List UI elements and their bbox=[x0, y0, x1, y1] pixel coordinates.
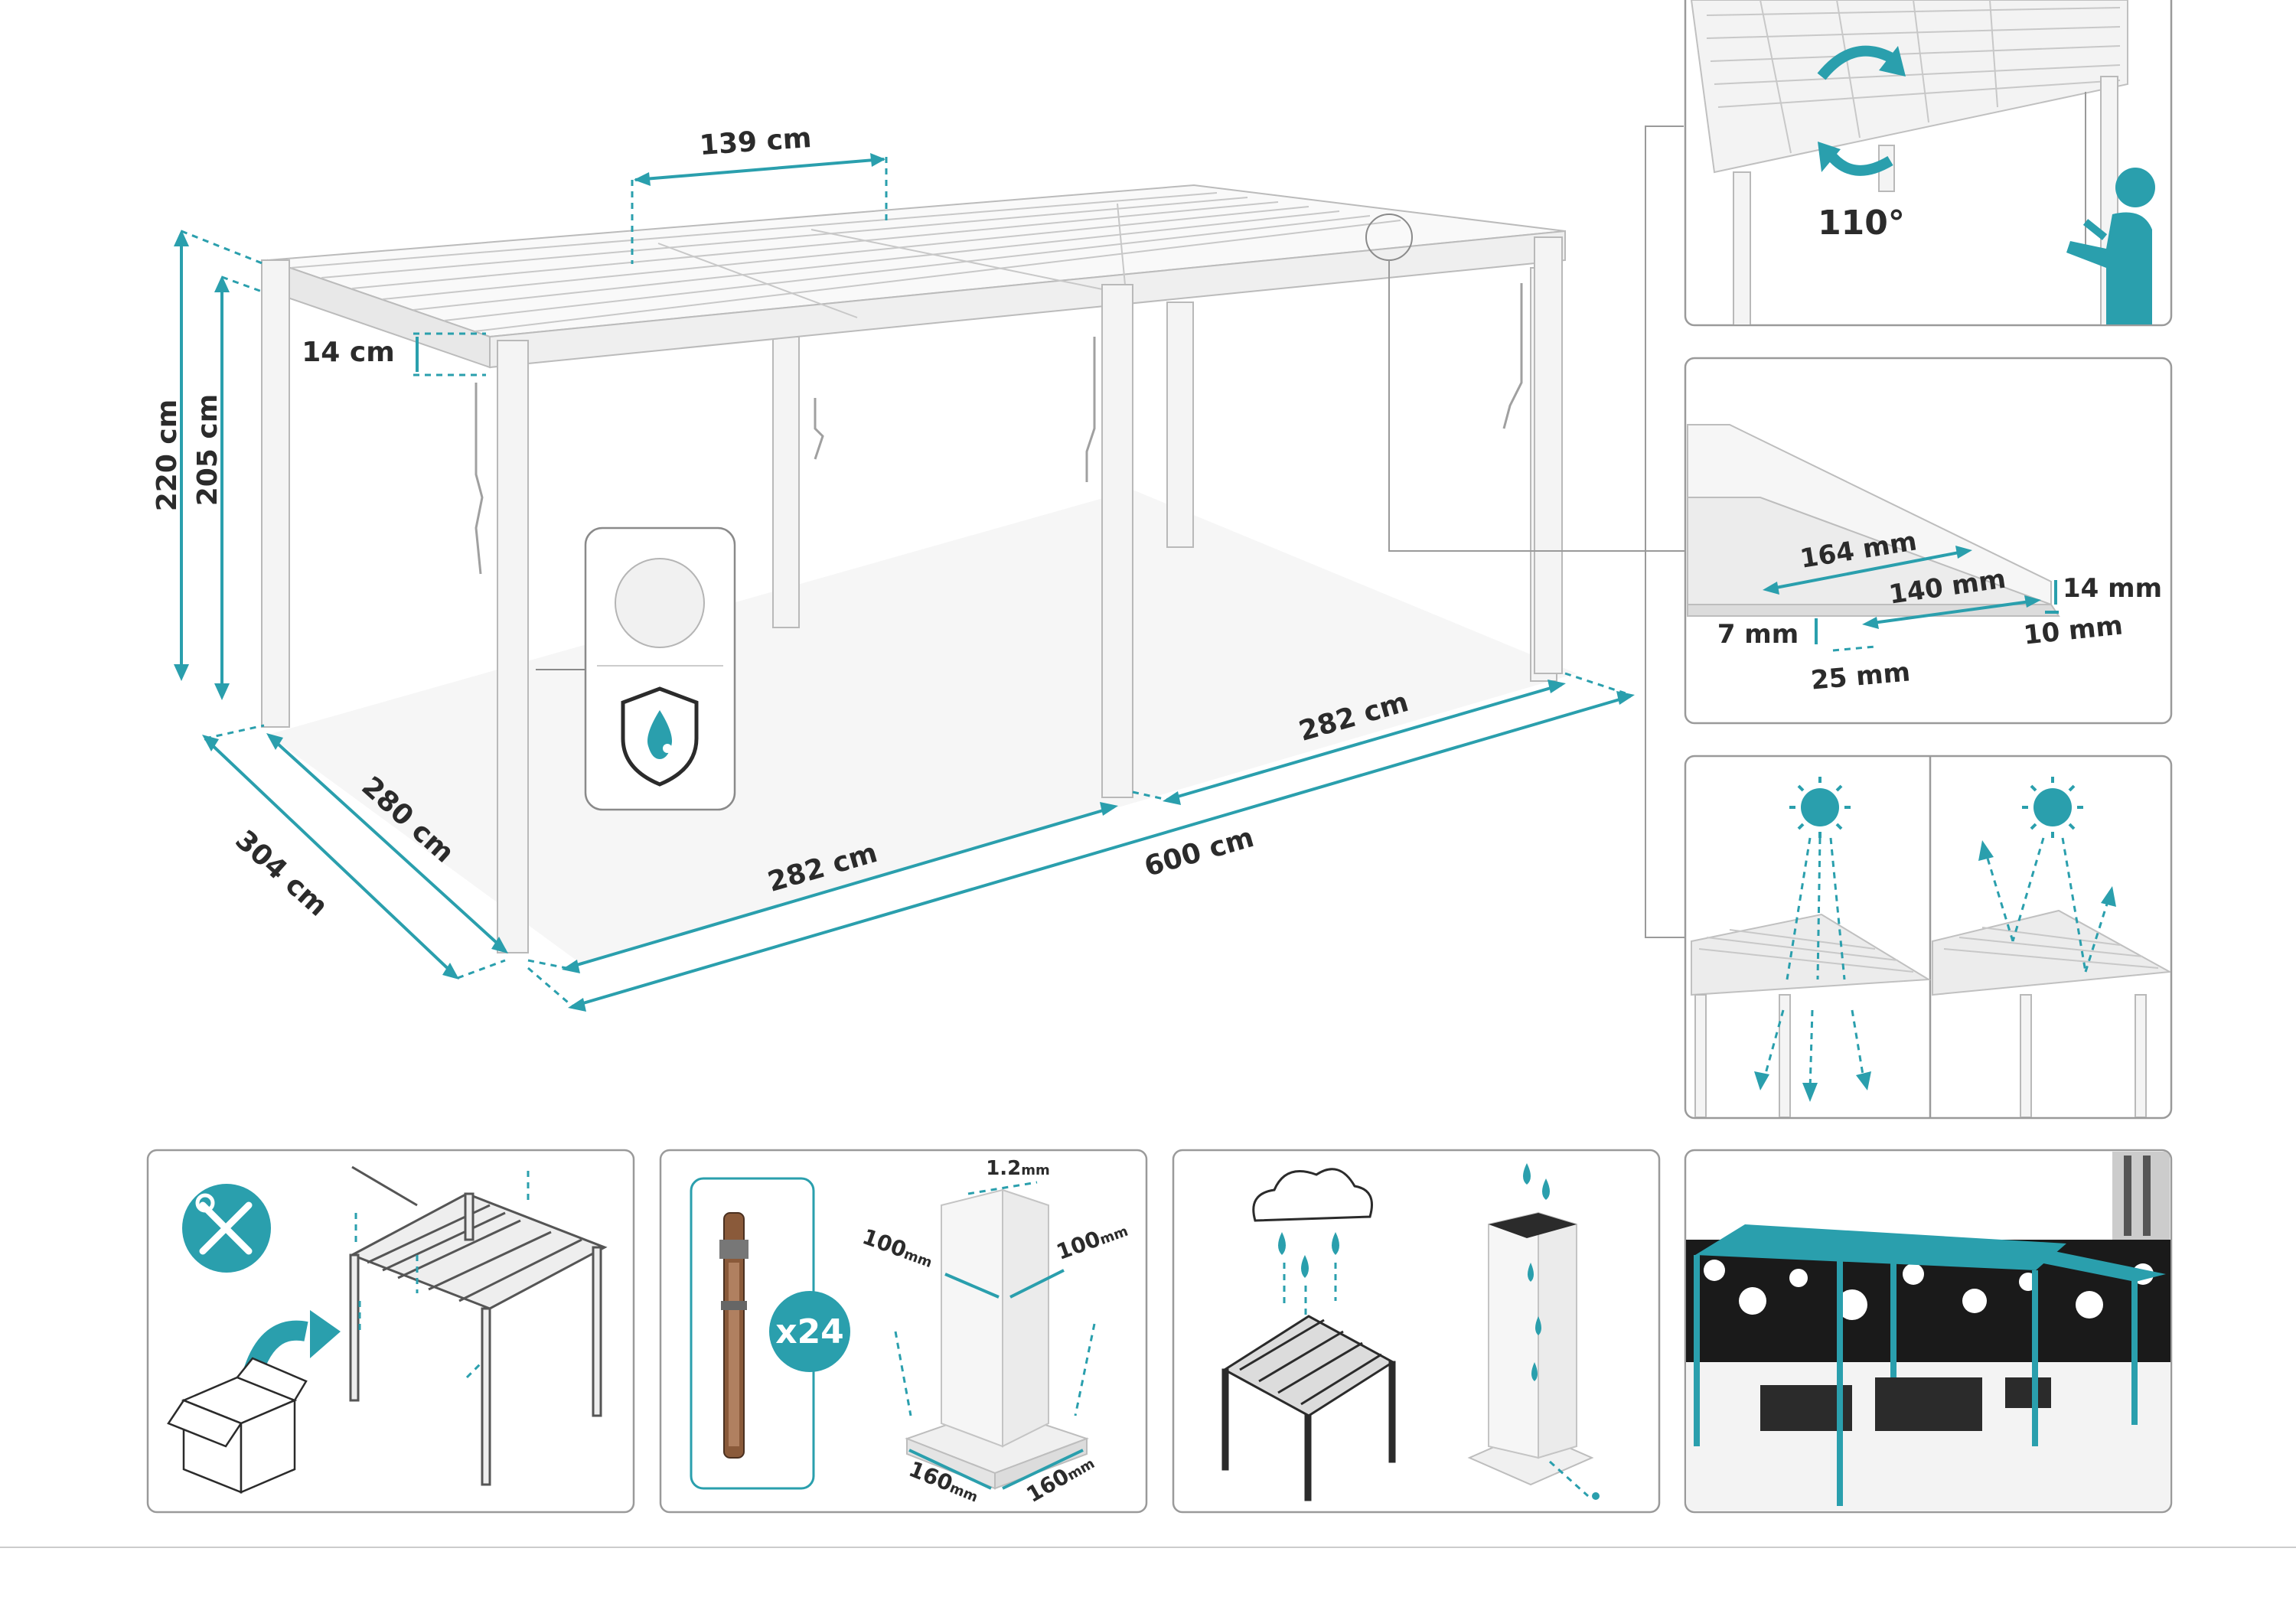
dim-280 bbox=[266, 733, 508, 953]
rotation-panel: 110° bbox=[1684, 0, 2173, 327]
assembly-panel bbox=[146, 1149, 635, 1514]
lifestyle-photo-panel bbox=[1684, 1149, 2173, 1514]
cloud-icon bbox=[1252, 1168, 1373, 1222]
light-rays-through bbox=[1754, 837, 1871, 1102]
dim-25mm bbox=[1832, 645, 1876, 652]
dim-label-clear-height: 205 cm bbox=[192, 394, 223, 507]
dim-140mm bbox=[1862, 595, 2041, 629]
assembly-frame-drawing bbox=[349, 1165, 608, 1486]
dim-label-top-slat-span: 139 cm bbox=[699, 122, 813, 161]
front-left-post bbox=[261, 259, 290, 728]
front-middle-post bbox=[1101, 284, 1133, 798]
dim-282-front bbox=[527, 802, 1118, 973]
front-corner-post bbox=[497, 340, 529, 953]
sun-icon bbox=[1789, 777, 1851, 838]
dim-14 bbox=[413, 332, 486, 376]
crank-handle bbox=[814, 398, 824, 460]
water-shield-icon bbox=[621, 686, 699, 787]
color-swatch bbox=[615, 558, 705, 648]
dim-205 bbox=[214, 275, 265, 700]
anchor-count-badge bbox=[769, 1291, 850, 1372]
dim-label-total-width: 600 cm bbox=[1141, 822, 1257, 883]
dim-label-beam-height: 14 cm bbox=[302, 337, 394, 368]
feature-badge bbox=[536, 526, 736, 811]
person-icon bbox=[2066, 168, 2155, 324]
teal-pergola bbox=[1694, 1224, 2166, 1506]
slat-edge-label: 7 mm bbox=[1717, 619, 1799, 650]
main-pergola-diagram: 139 cm 14 cm 220 cm 205 cm bbox=[152, 122, 1688, 1012]
anchor-bolt-icon bbox=[719, 1212, 748, 1459]
slat-profile-panel: 164 mm 140 mm 14 mm 10 mm 7 mm 25 mm bbox=[1684, 357, 2173, 725]
post-drawing bbox=[905, 1188, 1089, 1490]
slat-thickness-label: 14 mm bbox=[2063, 573, 2162, 604]
roof-slats bbox=[290, 192, 1401, 332]
drainage-panel bbox=[1172, 1149, 1661, 1514]
dim-164mm bbox=[1763, 546, 1972, 595]
rotate-arrows-icon bbox=[1817, 45, 1906, 176]
callout-line bbox=[1388, 260, 1688, 552]
front-right-post bbox=[1534, 236, 1563, 674]
dim-220 bbox=[174, 230, 265, 681]
post-wall-label: 1.2mm bbox=[986, 1157, 1050, 1180]
crank-handle bbox=[1502, 283, 1523, 429]
dim-600 bbox=[527, 672, 1635, 1012]
dim-282-back bbox=[1132, 680, 1566, 805]
dim-label-outer-depth: 304 cm bbox=[230, 824, 334, 923]
black-pergola-drawing bbox=[1221, 1315, 1396, 1501]
anchors-post-panel: x24 1.2mm 100mm 100mm 160mm 160mm bbox=[659, 1149, 1148, 1514]
rotation-angle-label: 110° bbox=[1818, 204, 1905, 243]
back-post bbox=[772, 336, 800, 628]
dim-139 bbox=[631, 153, 888, 264]
drainage-post-drawing bbox=[1467, 1163, 1600, 1500]
sun-panel bbox=[1684, 755, 2173, 1120]
back-post bbox=[1166, 302, 1194, 548]
tools-icon bbox=[182, 1184, 271, 1273]
light-rays-reflected bbox=[1978, 837, 2116, 973]
anchor-count-label: x24 bbox=[775, 1312, 844, 1351]
callout-bracket bbox=[1645, 125, 1688, 938]
dim-label-total-height: 220 cm bbox=[152, 399, 183, 512]
dim-304 bbox=[202, 724, 506, 980]
crank-handle bbox=[475, 383, 484, 575]
sun-icon bbox=[2022, 777, 2083, 838]
box-icon bbox=[167, 1357, 308, 1494]
crank-handle bbox=[1085, 337, 1096, 482]
assembly-guide-arrows bbox=[354, 1171, 530, 1379]
